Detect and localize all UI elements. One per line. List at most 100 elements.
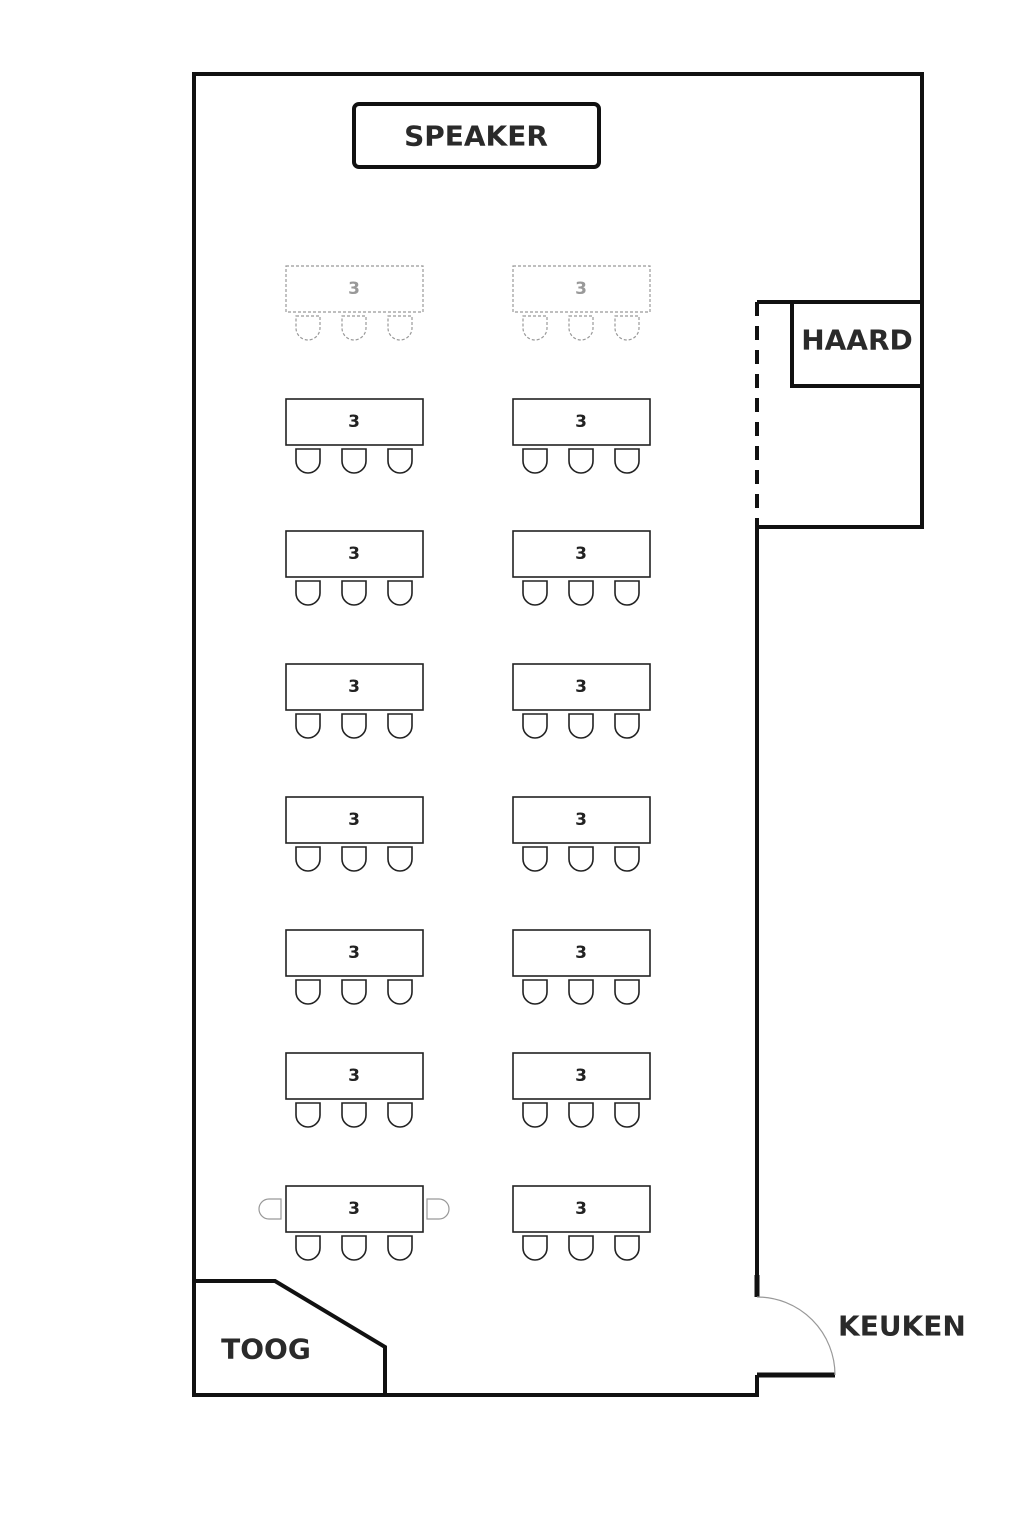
chair (614, 315, 640, 341)
chair (568, 846, 594, 872)
chair (522, 979, 548, 1005)
table[interactable]: 3 (258, 1185, 450, 1261)
chair (614, 580, 640, 606)
chair (522, 315, 548, 341)
table-seat-count: 3 (348, 544, 360, 564)
table-seat-count: 3 (575, 1199, 587, 1219)
table-top (285, 1052, 424, 1100)
table[interactable]: 3 (512, 1052, 651, 1128)
chair (522, 1102, 548, 1128)
table-seat-count: 3 (575, 412, 587, 432)
door-swing-arc (756, 1296, 836, 1376)
table-top (512, 1185, 651, 1233)
table-seat-count: 3 (575, 279, 587, 299)
chair (387, 846, 413, 872)
table-seat-count: 3 (348, 279, 360, 299)
haard-box (790, 300, 924, 388)
chair (568, 448, 594, 474)
chair (522, 580, 548, 606)
table-seat-count: 3 (348, 677, 360, 697)
chair (341, 580, 367, 606)
chair (341, 1235, 367, 1261)
table-top (285, 796, 424, 844)
chair (295, 979, 321, 1005)
table-optional[interactable]: 3 (285, 265, 424, 341)
walls (192, 72, 924, 1397)
table[interactable]: 3 (285, 663, 424, 739)
chair (387, 1235, 413, 1261)
haard-area: HAARD (790, 300, 924, 388)
table-optional[interactable]: 3 (512, 265, 651, 341)
chair (295, 1102, 321, 1128)
chair (568, 1102, 594, 1128)
chair (387, 448, 413, 474)
speaker-label: SPEAKER (404, 120, 548, 153)
chair (522, 448, 548, 474)
table-seat-count: 3 (348, 412, 360, 432)
chair (295, 1235, 321, 1261)
table-seat-count: 3 (348, 1066, 360, 1086)
toog-area: TOOG (194, 1279, 387, 1395)
table-top (512, 265, 651, 313)
table[interactable]: 3 (512, 929, 651, 1005)
keuken-door: KEUKEN (754, 1275, 966, 1378)
table[interactable]: 3 (512, 530, 651, 606)
table[interactable]: 3 (285, 1052, 424, 1128)
chair (295, 713, 321, 739)
toog-counter (194, 1279, 387, 1395)
chair (568, 580, 594, 606)
chair (295, 846, 321, 872)
chair (522, 1235, 548, 1261)
speaker-area: SPEAKER (352, 102, 601, 169)
chair (568, 979, 594, 1005)
table-top (285, 398, 424, 446)
chair (614, 1235, 640, 1261)
chair (341, 1102, 367, 1128)
table-seat-count: 3 (348, 943, 360, 963)
haard-label: HAARD (801, 324, 913, 357)
table-top (512, 530, 651, 578)
table[interactable]: 3 (285, 929, 424, 1005)
outer-wall (192, 72, 924, 1397)
table[interactable]: 3 (285, 530, 424, 606)
chair (568, 713, 594, 739)
chair (614, 713, 640, 739)
chair (295, 448, 321, 474)
table[interactable]: 3 (512, 1185, 651, 1261)
chair (387, 315, 413, 341)
chair (522, 846, 548, 872)
keuken-label: KEUKEN (838, 1310, 966, 1343)
chair (295, 315, 321, 341)
table-seat-count: 3 (575, 810, 587, 830)
table[interactable]: 3 (512, 663, 651, 739)
table-top (512, 796, 651, 844)
table[interactable]: 3 (285, 398, 424, 474)
chair (614, 448, 640, 474)
table[interactable]: 3 (512, 398, 651, 474)
chair (341, 448, 367, 474)
table-seat-count: 3 (575, 943, 587, 963)
chair (387, 1102, 413, 1128)
table-top (512, 929, 651, 977)
chair (568, 1235, 594, 1261)
table-top (512, 663, 651, 711)
chair (341, 713, 367, 739)
table-top (512, 398, 651, 446)
chair (614, 846, 640, 872)
table[interactable]: 3 (512, 796, 651, 872)
table[interactable]: 3 (285, 796, 424, 872)
chair (426, 1198, 450, 1220)
chair (568, 315, 594, 341)
chair (295, 580, 321, 606)
chair (387, 713, 413, 739)
speaker-box (352, 102, 601, 169)
table-top (285, 1185, 424, 1233)
table-seat-count: 3 (348, 810, 360, 830)
chair (387, 979, 413, 1005)
table-top (285, 265, 424, 313)
table-top (285, 663, 424, 711)
chair (341, 846, 367, 872)
table-seat-count: 3 (575, 677, 587, 697)
